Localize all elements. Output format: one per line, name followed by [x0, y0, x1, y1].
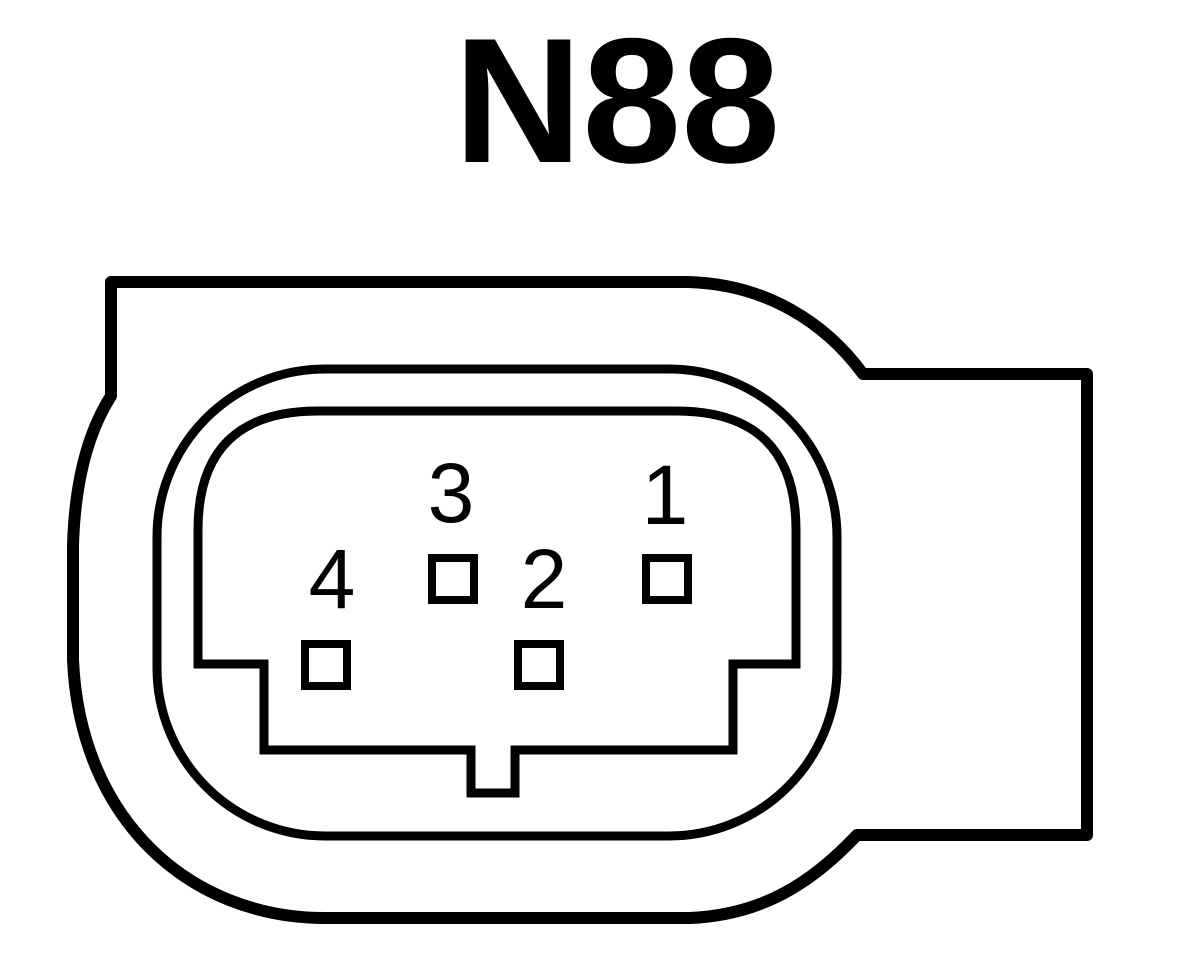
pin-terminal-1 [642, 554, 692, 604]
connector-title: N88 [454, 1, 781, 200]
pin-label-2: 2 [521, 532, 568, 626]
connector-seal-ring [152, 364, 842, 841]
pin-label-1: 1 [642, 448, 689, 542]
pin-terminal-3 [428, 554, 478, 604]
pin-label-3: 3 [428, 446, 475, 540]
pin-label-4: 4 [309, 532, 356, 626]
pin-terminal-2 [514, 640, 564, 690]
connector-cavity-outline [193, 406, 801, 798]
pin-terminal-4 [301, 640, 351, 690]
connector-housing-outline [67, 276, 1093, 924]
